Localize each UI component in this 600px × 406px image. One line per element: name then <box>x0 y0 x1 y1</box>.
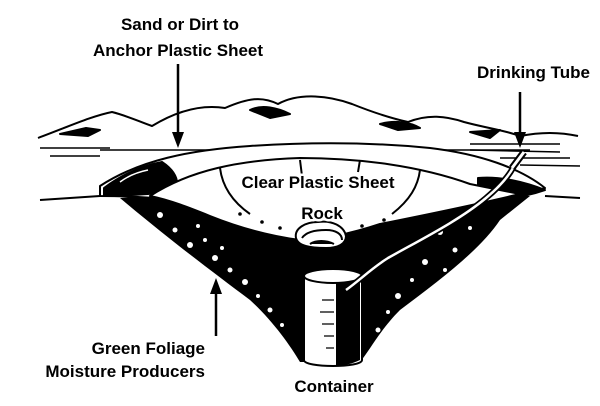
label-rock: Rock <box>301 204 343 223</box>
container <box>303 268 363 367</box>
drinking-tube <box>344 149 527 293</box>
label-clear-plastic-sheet: Clear Plastic Sheet <box>241 173 394 192</box>
clear-plastic-sheet <box>149 157 521 241</box>
label-sand-line2: Anchor Plastic Sheet <box>93 41 263 60</box>
label-container: Container <box>294 377 374 396</box>
label-foliage-line2: Moisture Producers <box>45 362 205 381</box>
ground-line <box>39 195 581 201</box>
label-drinking-tube: Drinking Tube <box>477 63 590 82</box>
background-hills <box>37 95 581 167</box>
label-foliage-line1: Green Foliage <box>92 339 205 358</box>
label-arrows <box>172 64 526 336</box>
label-sand-line1: Sand or Dirt to <box>121 15 239 34</box>
